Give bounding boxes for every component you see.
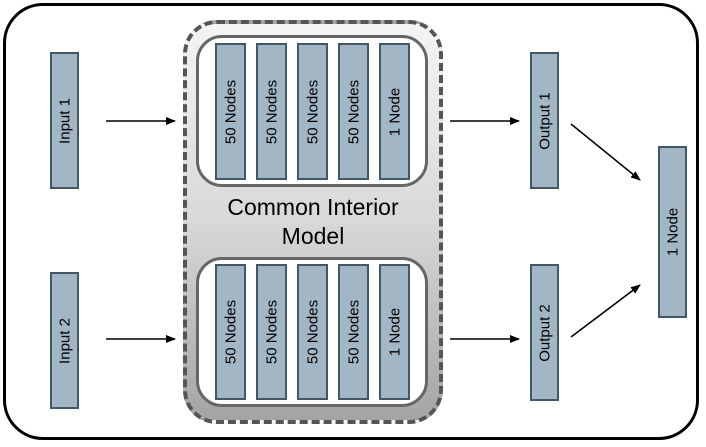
output-2-node: Output 2 bbox=[530, 264, 559, 401]
group-title-line-1: Common Interior bbox=[227, 194, 399, 220]
arrow-output2-to-final bbox=[570, 284, 641, 338]
output-1-node: Output 1 bbox=[530, 52, 559, 189]
group-title: Common Interior Model bbox=[183, 193, 443, 251]
input-1-node: Input 1 bbox=[50, 52, 79, 189]
bottom-layer-3: 50 Nodes bbox=[297, 264, 328, 400]
bottom-layer-4: 50 Nodes bbox=[338, 264, 369, 400]
bottom-layer-1: 50 Nodes bbox=[215, 264, 246, 400]
top-layer-4: 50 Nodes bbox=[338, 43, 369, 180]
input-2-node: Input 2 bbox=[50, 272, 79, 409]
top-layer-2: 50 Nodes bbox=[256, 43, 287, 180]
arrow-output1-to-final bbox=[570, 123, 641, 181]
bottom-layer-5: 1 Node bbox=[379, 264, 410, 400]
top-layer-3: 50 Nodes bbox=[297, 43, 328, 180]
bottom-layer-2: 50 Nodes bbox=[256, 264, 287, 400]
top-layer-5: 1 Node bbox=[379, 43, 410, 180]
group-title-line-2: Model bbox=[281, 223, 345, 249]
final-node: 1 Node bbox=[658, 146, 687, 318]
top-layer-1: 50 Nodes bbox=[215, 43, 246, 180]
